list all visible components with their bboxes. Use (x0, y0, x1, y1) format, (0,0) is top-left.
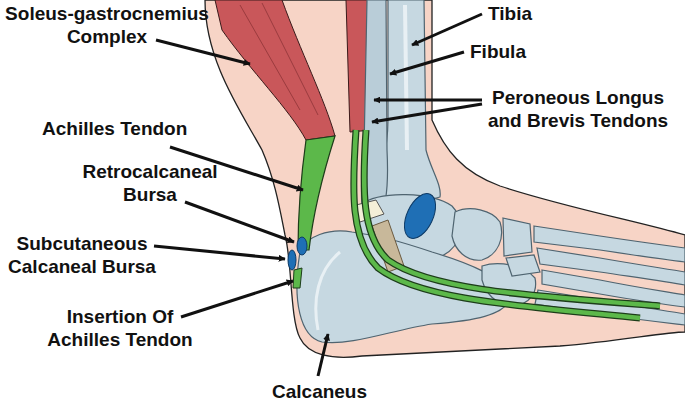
calf-muscle (215, 0, 335, 140)
leader-arrow (181, 281, 293, 317)
peroneal-tendon (364, 130, 660, 306)
navicular-bone (452, 209, 502, 260)
achilles-insertion (293, 268, 302, 288)
muscle-fiber (262, 3, 318, 115)
part-label: Tibia (488, 2, 532, 25)
muscle-fiber (240, 5, 300, 110)
cuneiform-bone (506, 255, 540, 276)
leader-arrow (156, 40, 250, 64)
part-label: Subcutaneous Calcaneal Bursa (2, 232, 162, 278)
part-label: Calcaneus (272, 380, 367, 403)
leader-arrow (374, 99, 482, 102)
achilles-tendon (298, 136, 335, 250)
peroneal-tendon (364, 130, 660, 306)
blue-ligament (398, 189, 442, 243)
part-label: Achilles Tendon (42, 117, 187, 140)
leader-arrow (185, 202, 294, 242)
part-label: Insertion Of Achilles Tendon (35, 305, 205, 351)
leader-arrow (154, 246, 285, 259)
part-label: Retrocalcaneal Bursa (75, 160, 225, 206)
retrocalcaneal-bursa (297, 237, 307, 255)
cuneiform-bone (503, 218, 532, 256)
bone-shading (316, 252, 340, 330)
bone-shading (405, 5, 407, 150)
leader-arrow (318, 334, 328, 376)
leader-arrow (390, 52, 464, 74)
part-label: Fibula (470, 40, 526, 63)
subcutaneous-bursa (288, 250, 296, 270)
leader-arrow (372, 104, 482, 122)
part-label: Soleus-gastrocnemius Complex (2, 2, 212, 48)
leader-arrow (412, 14, 482, 45)
skin-outline (205, 0, 685, 357)
part-label: Peroneous Longus and Brevis Tendons (478, 86, 678, 132)
